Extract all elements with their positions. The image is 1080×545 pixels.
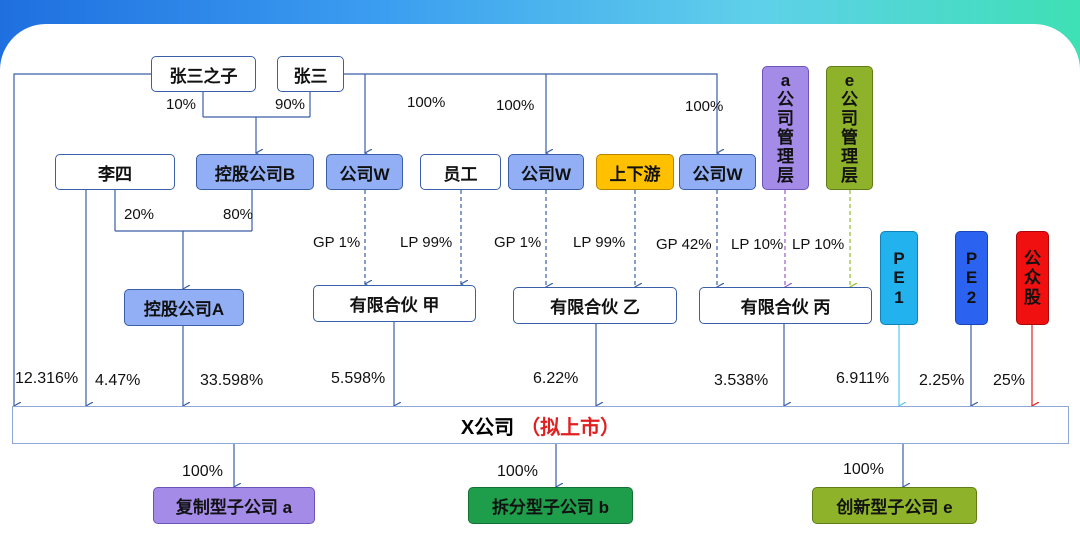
sub-label-100-b: 100% <box>497 463 538 480</box>
e-company-management-node: e 公 司 管 理 层 <box>826 66 873 190</box>
a-mgmt-char: 司 <box>777 108 794 128</box>
subsidiary-e-node: 创新型子公司 e <box>812 487 977 524</box>
pct-label-100-w2: 100% <box>496 97 535 114</box>
pe1-node: P E 1 <box>880 231 918 325</box>
pct-label-80: 80% <box>223 206 254 223</box>
share-label-5598: 5.598% <box>331 370 386 387</box>
pe2-char: E <box>965 268 978 288</box>
partnership-bing-node: 有限合伙 丙 <box>699 287 872 324</box>
share-label-25: 25% <box>993 372 1026 389</box>
sub-label-100-a: 100% <box>182 463 223 480</box>
share-label-225: 2.25% <box>919 372 965 389</box>
a-mgmt-char: a <box>780 70 791 90</box>
sub-label-100-e: 100% <box>843 461 884 478</box>
public-char: 股 <box>1024 287 1041 307</box>
pe1-char: 1 <box>894 287 904 307</box>
e-mgmt-char: 公 <box>841 89 858 109</box>
x-company-bar: X公司 （拟上市） <box>12 406 1069 444</box>
gp-label-jia: GP 1% <box>313 234 361 251</box>
pe2-node: P E 2 <box>955 231 988 325</box>
share-label-33598: 33.598% <box>200 372 264 389</box>
x-company-name: X公司 <box>460 416 515 439</box>
a-mgmt-char: 层 <box>777 166 794 186</box>
zhang-san-son-node: 张三之子 <box>151 56 256 92</box>
gp-label-yi: GP 1% <box>494 234 542 251</box>
share-label-447: 4.47% <box>95 372 141 389</box>
share-label-12316: 12.316% <box>15 370 79 387</box>
pct-label-100-w1: 100% <box>407 94 446 111</box>
subsidiary-b-node: 拆分型子公司 b <box>468 487 633 524</box>
pct-label-100-w3: 100% <box>685 98 724 115</box>
upstream-downstream-node: 上下游 <box>596 154 674 190</box>
company-w-node-3: 公司W <box>679 154 756 190</box>
li-si-node: 李四 <box>55 154 175 190</box>
partnership-jia-node: 有限合伙 甲 <box>313 285 476 322</box>
subsidiary-a-node: 复制型子公司 a <box>153 487 315 524</box>
holding-company-b-node: 控股公司B <box>196 154 314 190</box>
lp-label-yi: LP 99% <box>573 234 626 251</box>
e-mgmt-char: 管 <box>841 128 858 147</box>
pct-label-90: 90% <box>275 96 306 113</box>
pe2-char: P <box>965 249 978 269</box>
lp-label-bing-a: LP 10% <box>731 236 784 253</box>
company-w-node-2: 公司W <box>508 154 584 190</box>
public-char: 众 <box>1024 268 1041 288</box>
partnership-yi-node: 有限合伙 乙 <box>513 287 677 324</box>
a-company-management-node: a 公 司 管 理 层 <box>762 66 809 190</box>
a-mgmt-char: 管 <box>777 128 794 147</box>
gp-label-bing: GP 42% <box>656 236 712 253</box>
lp-label-bing-e: LP 10% <box>792 236 845 253</box>
e-mgmt-char: e <box>844 70 855 90</box>
a-mgmt-char: 公 <box>777 89 794 109</box>
pe1-char: E <box>893 268 905 288</box>
pct-label-10: 10% <box>166 96 197 113</box>
public-char: 公 <box>1024 249 1041 269</box>
pct-label-20: 20% <box>124 206 155 223</box>
pe2-char: 2 <box>966 287 977 307</box>
lp-label-jia: LP 99% <box>400 234 453 251</box>
e-mgmt-char: 理 <box>841 147 858 167</box>
public-shares-node: 公 众 股 <box>1016 231 1049 325</box>
share-label-622: 6.22% <box>533 370 579 387</box>
share-label-6911: 6.911% <box>836 370 890 387</box>
x-company-note: （拟上市） <box>520 416 621 439</box>
pe1-char: P <box>893 249 905 269</box>
e-mgmt-char: 层 <box>841 166 858 186</box>
a-mgmt-char: 理 <box>777 147 794 167</box>
holding-company-a-node: 控股公司A <box>124 289 244 326</box>
zhang-san-node: 张三 <box>277 56 344 92</box>
share-label-3538: 3.538% <box>714 372 769 389</box>
employee-node: 员工 <box>420 154 501 190</box>
e-mgmt-char: 司 <box>841 108 858 128</box>
company-w-node-1: 公司W <box>326 154 403 190</box>
